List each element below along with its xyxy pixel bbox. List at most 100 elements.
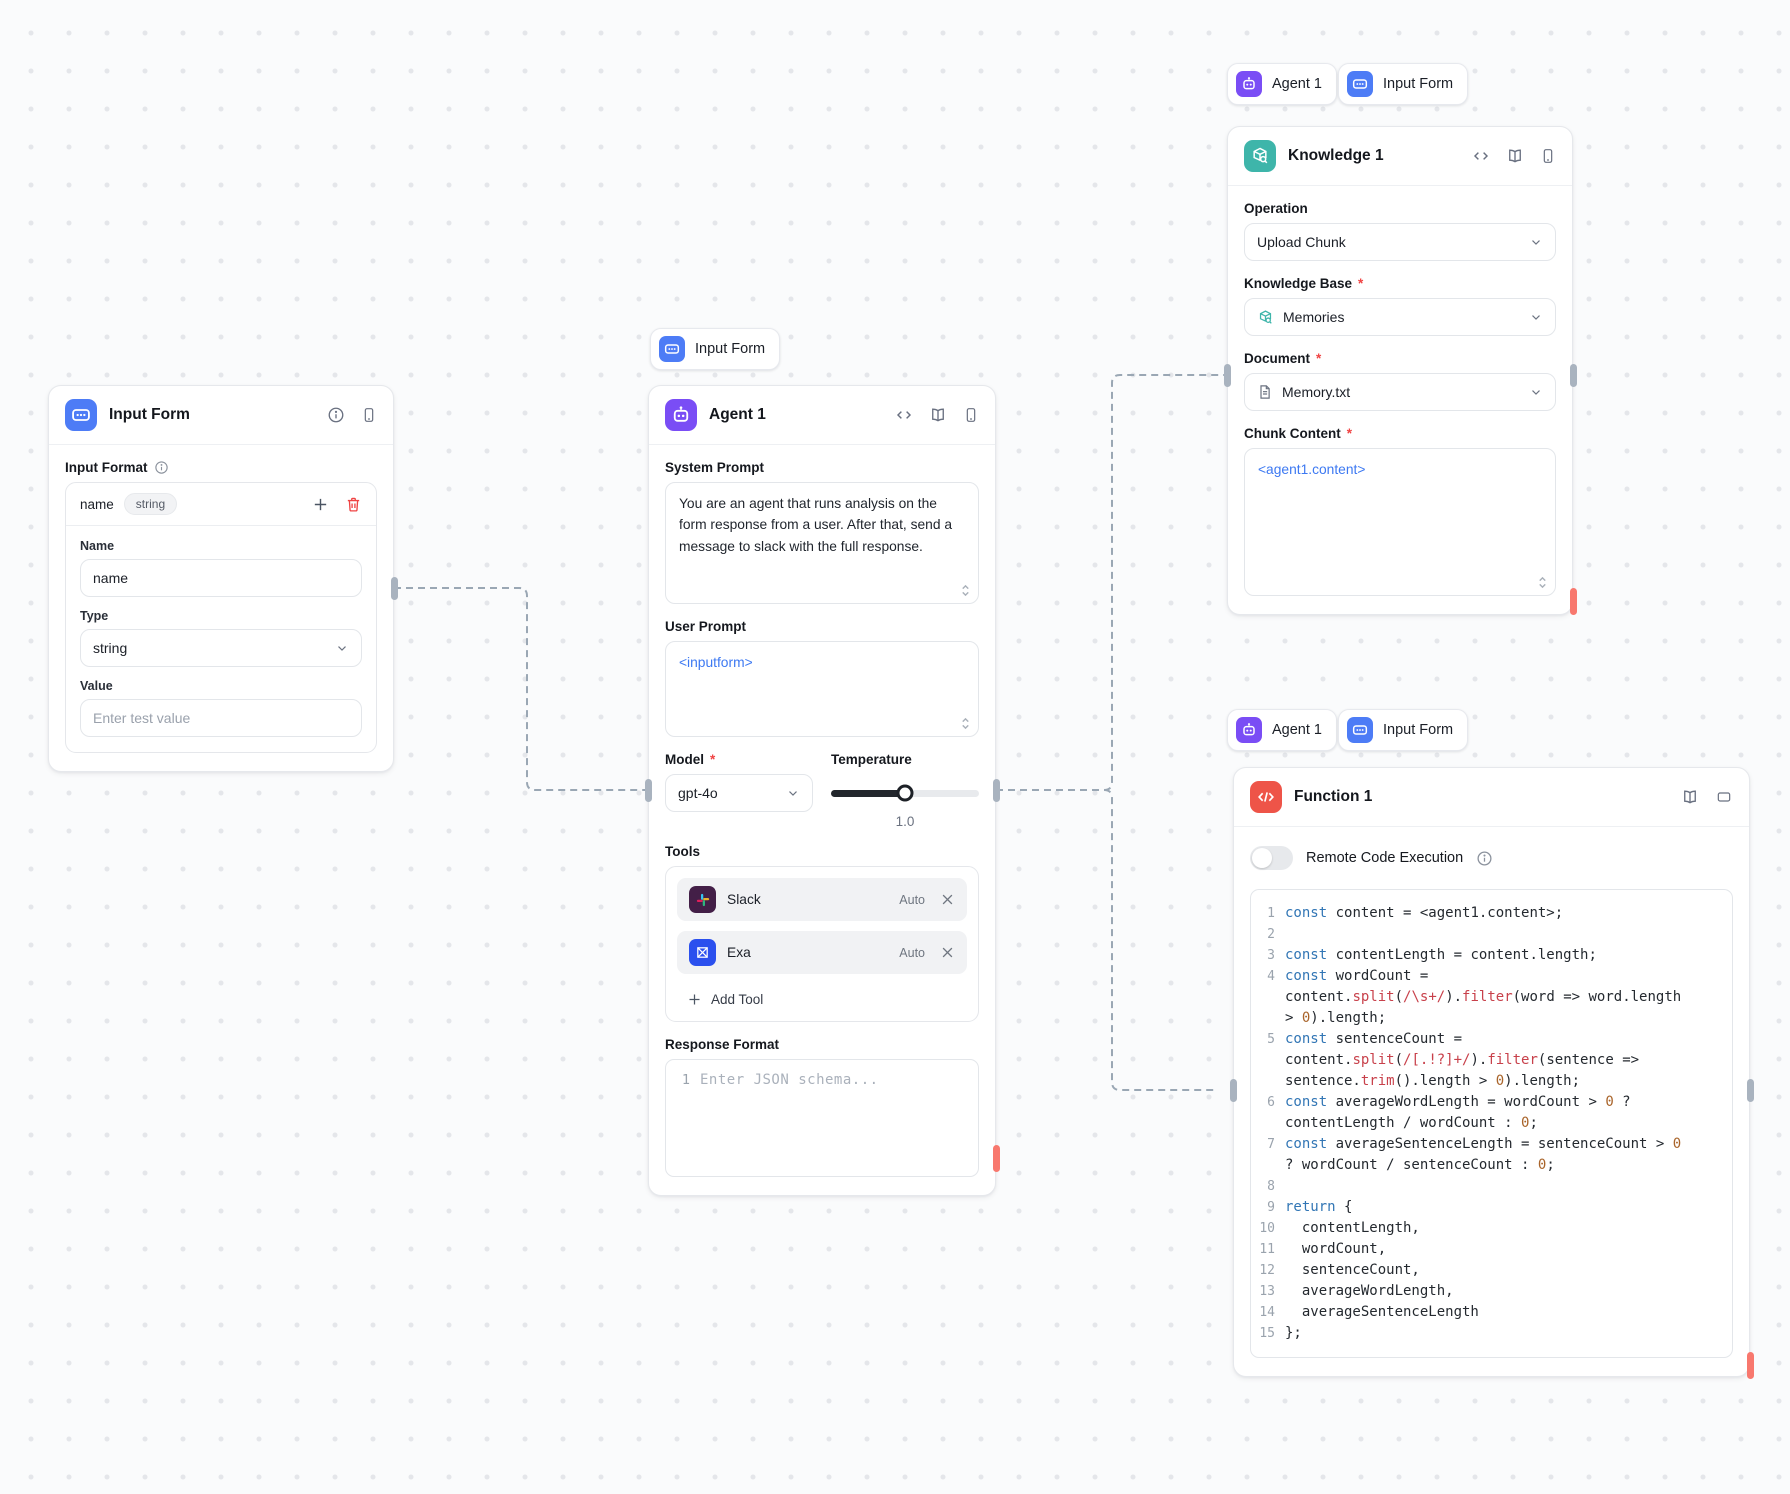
node-title: Agent 1	[709, 406, 766, 423]
remote-code-execution-label: Remote Code Execution	[1306, 850, 1464, 866]
agent-icon	[1236, 717, 1262, 743]
remove-tool-icon[interactable]	[940, 945, 955, 960]
docs-icon[interactable]	[929, 406, 947, 424]
code-text: const sentenceCount = content.split(/[.!…	[1285, 1031, 1648, 1089]
node-knowledge[interactable]: Knowledge 1 Operation Upload Chunk Knowl…	[1227, 126, 1573, 615]
node-header[interactable]: Function 1	[1234, 768, 1749, 827]
line-number: 13	[1259, 1284, 1275, 1299]
code-line[interactable]: 12 sentenceCount,	[1251, 1260, 1732, 1281]
line-number: 14	[1259, 1305, 1275, 1320]
response-format-editor[interactable]: 1 Enter JSON schema...	[665, 1059, 979, 1177]
node-title: Input Form	[109, 406, 190, 423]
node-input-form[interactable]: Input Form Input Format name string	[48, 385, 394, 772]
remove-tool-icon[interactable]	[940, 892, 955, 907]
code-line[interactable]: 13 averageWordLength,	[1251, 1281, 1732, 1302]
info-icon[interactable]	[327, 406, 345, 424]
delete-field-icon[interactable]	[345, 496, 362, 513]
expand-panel-icon[interactable]	[1715, 789, 1733, 805]
value-input[interactable]: Enter test value	[80, 699, 362, 737]
temperature-slider[interactable]	[831, 774, 979, 812]
code-text: sentenceCount,	[1285, 1262, 1420, 1278]
badge-input-form-mid[interactable]: Input Form	[1338, 709, 1469, 751]
agent-icon	[665, 399, 697, 431]
model-select[interactable]: gpt-4o	[665, 774, 813, 812]
resize-handle-icon[interactable]	[960, 717, 971, 730]
name-input[interactable]: name	[80, 559, 362, 597]
line-number: 6	[1267, 1095, 1275, 1110]
connection-handle-knowledge-in[interactable]	[1224, 364, 1231, 387]
operation-select[interactable]: Upload Chunk	[1244, 223, 1556, 261]
code-text: return {	[1285, 1199, 1353, 1215]
resize-handle-icon[interactable]	[1537, 576, 1548, 589]
code-line[interactable]: 14 averageSentenceLength	[1251, 1302, 1732, 1323]
code-text	[1285, 1176, 1687, 1197]
slack-icon	[689, 886, 716, 913]
type-select[interactable]: string	[80, 629, 362, 667]
user-prompt-textarea[interactable]: <inputform>	[665, 641, 979, 737]
badge-input-form-above-agent[interactable]: Input Form	[650, 328, 781, 370]
connection-handle-function-in[interactable]	[1230, 1079, 1237, 1102]
code-line[interactable]: 10 contentLength,	[1251, 1218, 1732, 1239]
response-format-label: Response Format	[665, 1037, 780, 1052]
docs-icon[interactable]	[1506, 147, 1524, 165]
name-label: Name	[80, 539, 115, 553]
node-header[interactable]: Agent 1	[649, 386, 995, 445]
info-icon[interactable]	[1476, 850, 1493, 867]
code-line[interactable]: 2	[1251, 924, 1732, 945]
chunk-content-label: Chunk Content*	[1244, 426, 1353, 441]
tool-mode: Auto	[899, 892, 925, 907]
mobile-preview-icon[interactable]	[963, 406, 979, 424]
connection-handle-agent-out[interactable]	[993, 779, 1000, 802]
code-line[interactable]: 7 const averageSentenceLength = sentenceC…	[1251, 1134, 1732, 1176]
node-header[interactable]: Knowledge 1	[1228, 127, 1572, 186]
value-label: Value	[80, 679, 113, 693]
code-view-icon[interactable]	[1472, 147, 1490, 165]
badge-agent-top[interactable]: Agent 1	[1227, 63, 1337, 105]
node-header[interactable]: Input Form	[49, 386, 393, 445]
input-form-icon	[1347, 717, 1373, 743]
mobile-preview-icon[interactable]	[361, 406, 377, 424]
resize-handle-icon[interactable]	[960, 584, 971, 597]
code-text: const averageSentenceLength = sentenceCo…	[1285, 1136, 1690, 1173]
document-label: Document*	[1244, 351, 1322, 366]
info-icon[interactable]	[154, 460, 169, 475]
line-number: 7	[1267, 1137, 1275, 1152]
code-line[interactable]: 15};	[1251, 1323, 1732, 1344]
knowledge-base-select[interactable]: Memories	[1244, 298, 1556, 336]
connection-handle-agent-in[interactable]	[645, 779, 652, 802]
chunk-content-textarea[interactable]: <agent1.content>	[1244, 448, 1556, 596]
connection-handle-knowledge-out[interactable]	[1570, 364, 1577, 387]
document-select[interactable]: Memory.txt	[1244, 373, 1556, 411]
slider-knob[interactable]	[896, 784, 914, 802]
remote-code-execution-toggle[interactable]	[1250, 846, 1293, 870]
code-line[interactable]: 8	[1251, 1176, 1732, 1197]
connection-handle-function-out[interactable]	[1747, 1079, 1754, 1102]
node-agent[interactable]: Agent 1 System Prompt You are an agent t…	[648, 385, 996, 1196]
input-form-icon	[659, 336, 685, 362]
docs-icon[interactable]	[1681, 788, 1699, 806]
code-view-icon[interactable]	[895, 406, 913, 424]
badge-agent-mid[interactable]: Agent 1	[1227, 709, 1337, 751]
mobile-preview-icon[interactable]	[1540, 147, 1556, 165]
error-handle-agent[interactable]	[993, 1145, 1000, 1172]
system-prompt-textarea[interactable]: You are an agent that runs analysis on t…	[665, 482, 979, 604]
error-handle-function[interactable]	[1747, 1352, 1754, 1379]
add-field-icon[interactable]	[312, 496, 329, 513]
badge-input-form-top[interactable]: Input Form	[1338, 63, 1469, 105]
line-number: 12	[1259, 1263, 1275, 1278]
code-line[interactable]: 11 wordCount,	[1251, 1239, 1732, 1260]
add-tool-button[interactable]: Add Tool	[677, 984, 967, 1010]
error-handle-knowledge[interactable]	[1570, 588, 1577, 615]
connection-handle-inputform-out[interactable]	[391, 577, 398, 600]
